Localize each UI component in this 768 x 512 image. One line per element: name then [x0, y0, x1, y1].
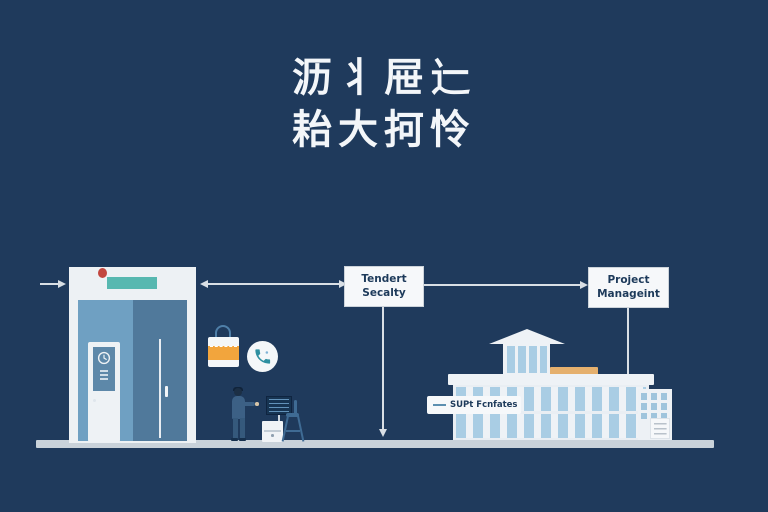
double-arrow-right-head-icon: [339, 279, 347, 288]
tender-down-arrow-head-icon: [378, 429, 387, 437]
computer-monitor: [266, 396, 292, 415]
sign-text-line: [100, 374, 108, 376]
project-to-building-line: [627, 306, 629, 374]
worker-arm: [242, 402, 255, 406]
sign-text-line: [100, 370, 108, 372]
monitor-stand: [278, 415, 280, 422]
inner-door: [88, 342, 120, 442]
clock-icon: [97, 351, 111, 365]
worker-torso: [232, 396, 245, 419]
building-tower: [503, 343, 550, 376]
tender-security-box: Tendert Secalty: [344, 266, 424, 307]
tender-to-project-arrow-line: [422, 284, 581, 286]
briefcase-handle: [215, 325, 231, 339]
chair-leg: [297, 415, 305, 442]
annex-window-grid: [641, 393, 669, 419]
worker-leg: [233, 418, 238, 439]
phone-badge: [247, 341, 278, 372]
project-box-line-2: Manageint: [597, 287, 660, 300]
door-sign-panel: [93, 347, 115, 391]
tender-down-arrow-line: [382, 305, 384, 430]
entry-arrow-head-icon: [58, 279, 66, 288]
tender-box-line-1: Tendert: [361, 273, 407, 285]
building-roof-strip: [550, 367, 598, 376]
double-arrow-line: [207, 283, 340, 285]
entrance-door: [69, 267, 196, 443]
worker-leg: [240, 418, 245, 439]
building-window-row-lower: [456, 414, 646, 438]
title-line-2: 耛大抲怜: [292, 107, 476, 153]
entry-arrow-line: [40, 283, 59, 285]
tender-box-line-2: Secalty: [362, 286, 406, 299]
banner-dash: [433, 404, 446, 406]
door-split-line: [158, 339, 161, 438]
worker-figure: [230, 386, 260, 444]
cabinet-drawer-line: [264, 430, 281, 432]
worker-head: [234, 388, 242, 396]
tender-to-project-arrow-head-icon: [580, 280, 588, 289]
building-banner: SUPt Fcnfates: [427, 396, 521, 414]
worker-hand: [255, 402, 259, 406]
door-header-bar: [107, 277, 157, 289]
double-arrow-left-head-icon: [200, 279, 208, 288]
building-roof-icon: [489, 329, 565, 344]
worker-foot: [239, 438, 246, 441]
building-roofline-band: [448, 374, 654, 385]
door-handle: [165, 386, 168, 397]
title-line-1: 沥丬屉辷: [292, 55, 476, 101]
ground-line: [36, 440, 714, 448]
project-management-box: Project Manageint: [588, 267, 669, 308]
briefcase-bag: [208, 337, 239, 367]
banner-text: SUPt Fcnfates: [450, 400, 518, 410]
chair-seat: [286, 413, 299, 417]
cabinet-knob: [271, 434, 274, 437]
door-knob: [93, 399, 96, 402]
phone-icon: [255, 349, 271, 364]
door-indicator-light: [98, 268, 107, 278]
briefcase-icon: [208, 325, 239, 368]
annex-lined-panel: [650, 418, 670, 439]
sign-text-line: [100, 378, 108, 380]
desk-cabinet: [262, 421, 283, 442]
chair-crossbar: [286, 430, 300, 432]
building-annex: [638, 389, 672, 440]
monitor-screen-content: [269, 399, 289, 412]
page-title: 沥丬屉辷 耛大抲怜: [0, 52, 768, 156]
briefcase-stitch-line: [210, 346, 237, 347]
chair-back: [294, 400, 297, 416]
worker-foot: [231, 438, 238, 441]
project-box-line-1: Project: [607, 274, 650, 286]
